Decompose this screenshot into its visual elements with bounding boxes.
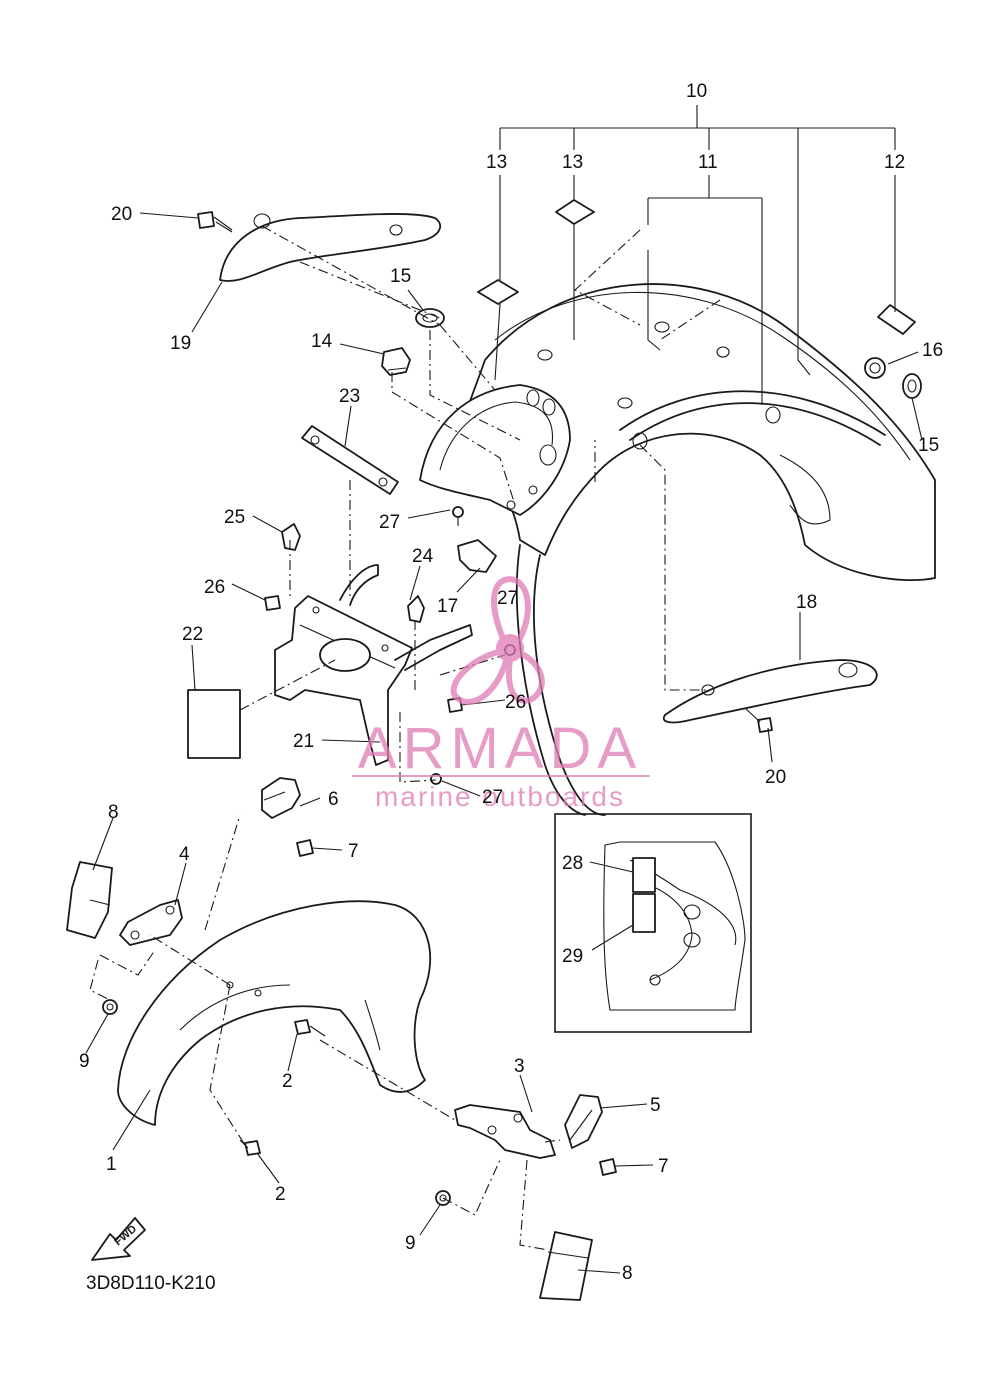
decal-13a bbox=[477, 279, 519, 305]
callout-label: 13 bbox=[562, 152, 583, 173]
callout-labels: 1 2 2 3 4 5 6 7 7 8 8 9 9 10 11 12 13 13… bbox=[79, 81, 943, 1284]
watermark-propeller-logo bbox=[450, 576, 545, 705]
part-27-fastener-a bbox=[452, 506, 464, 526]
watermark-brand: ARMADA bbox=[358, 716, 642, 781]
part-7-bolt-b bbox=[599, 1158, 617, 1176]
callout-label: 17 bbox=[437, 596, 458, 617]
callout-label: 19 bbox=[170, 333, 191, 354]
callout-label: 7 bbox=[348, 841, 359, 862]
fwd-arrow-icon: FWD bbox=[91, 1217, 146, 1261]
callout-label: 27 bbox=[379, 512, 400, 533]
callout-label: 26 bbox=[505, 692, 526, 713]
callout-label: 1 bbox=[106, 1154, 117, 1175]
callout-label: 4 bbox=[179, 844, 190, 865]
part-22-plate bbox=[187, 689, 241, 759]
part-19-grip bbox=[219, 213, 442, 282]
rear-fender-bracket bbox=[419, 384, 571, 516]
front-fender bbox=[117, 900, 432, 1126]
part-8-reflector-left bbox=[66, 861, 113, 939]
callout-label: 10 bbox=[686, 81, 707, 102]
part-24-clip bbox=[407, 595, 425, 623]
watermark-tagline: marine outboards bbox=[375, 781, 625, 812]
callout-label: 11 bbox=[698, 152, 718, 173]
callout-label: 14 bbox=[311, 331, 333, 352]
detail-inset bbox=[554, 813, 752, 1033]
callout-label: 8 bbox=[108, 802, 119, 823]
callout-label: 27 bbox=[497, 588, 518, 609]
part-17-cover bbox=[457, 539, 497, 573]
callout-label: 7 bbox=[658, 1156, 669, 1177]
part-23-plate bbox=[301, 425, 399, 495]
callout-label: 20 bbox=[111, 204, 132, 225]
part-2-bolt-b bbox=[239, 1139, 261, 1156]
callout-label: 13 bbox=[486, 152, 507, 173]
callout-label: 15 bbox=[918, 435, 939, 456]
decal-12 bbox=[877, 304, 916, 335]
callout-label: 16 bbox=[922, 340, 943, 361]
dash-lines bbox=[89, 225, 721, 1251]
callout-label: 9 bbox=[79, 1051, 90, 1072]
callout-label: 8 bbox=[622, 1263, 633, 1284]
callout-label: 23 bbox=[339, 386, 360, 407]
part-7-bolt-a bbox=[296, 839, 314, 857]
watermark: ARMADA marine outboards bbox=[352, 576, 650, 812]
callout-label: 18 bbox=[796, 592, 817, 613]
callout-label: 29 bbox=[562, 946, 583, 967]
part-14-clip bbox=[381, 347, 411, 376]
callout-label: 27 bbox=[482, 787, 503, 808]
callout-label: 12 bbox=[884, 152, 905, 173]
part-2-bolt-a bbox=[294, 1019, 326, 1037]
part-4-stay bbox=[119, 899, 183, 946]
part-15-grommet-top bbox=[415, 308, 445, 328]
callout-label: 6 bbox=[328, 789, 339, 810]
callout-label: 26 bbox=[204, 577, 225, 598]
callout-label: 5 bbox=[650, 1095, 661, 1116]
part-3-stay bbox=[454, 1104, 556, 1159]
callout-label: 15 bbox=[390, 266, 411, 287]
part-5-clamp bbox=[564, 1094, 603, 1149]
callout-label: 3 bbox=[514, 1056, 525, 1077]
part-6-clamp bbox=[261, 777, 301, 819]
callout-label: 20 bbox=[765, 767, 786, 788]
callout-label: 2 bbox=[282, 1071, 293, 1092]
callout-label: 24 bbox=[412, 546, 434, 567]
part-15-grommet-right bbox=[902, 373, 922, 399]
part-18-grip bbox=[662, 659, 878, 724]
callout-label: 21 bbox=[293, 731, 314, 752]
part-20-bolt-top bbox=[197, 211, 233, 233]
diagram-code: 3D8D110-K210 bbox=[86, 1273, 216, 1294]
callout-label: 22 bbox=[182, 624, 203, 645]
part-8-reflector-right bbox=[539, 1231, 593, 1301]
part-26-nut-a bbox=[264, 595, 281, 611]
part-16-damper bbox=[864, 357, 886, 379]
watermark-hub bbox=[496, 634, 524, 662]
leader-lines bbox=[85, 105, 923, 1274]
decal-13b bbox=[555, 199, 595, 225]
rear-fender-stay bbox=[515, 544, 606, 816]
callout-label: 25 bbox=[224, 507, 245, 528]
callout-label: 2 bbox=[275, 1184, 286, 1205]
callout-label: 9 bbox=[405, 1233, 416, 1254]
part-25-clip bbox=[281, 523, 301, 551]
callout-label: 28 bbox=[562, 853, 583, 874]
part-9-nut-left bbox=[102, 999, 118, 1015]
part-21-license-bracket bbox=[274, 564, 473, 766]
